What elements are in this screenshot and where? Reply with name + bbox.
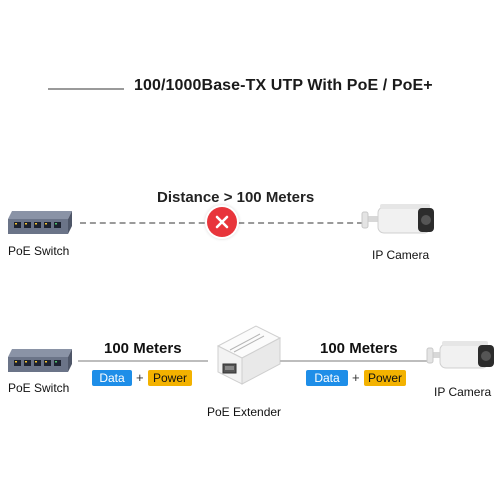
poe-switch-icon (8, 349, 72, 372)
cable-solid-line-right (280, 360, 430, 362)
data-badge-right: Data (306, 370, 348, 386)
poe-switch-icon (8, 211, 72, 234)
ip-camera-icon (426, 341, 494, 369)
title-divider-line (48, 88, 124, 90)
distance-label: Distance > 100 Meters (157, 189, 315, 206)
poe-switch-label-bottom: PoE Switch (8, 381, 70, 395)
ip-camera-label-bottom: IP Camera (434, 385, 492, 399)
plus-sign-right: + (352, 370, 360, 385)
poe-switch-label-top: PoE Switch (8, 244, 70, 258)
poe-extender-label: PoE Extender (207, 405, 282, 419)
plus-sign-left: + (136, 370, 144, 385)
ip-camera-label-top: IP Camera (372, 248, 430, 262)
data-badge-left: Data (92, 370, 132, 386)
page-title: 100/1000Base-TX UTP With PoE / PoE+ (134, 77, 433, 94)
cable-solid-line-left (78, 360, 208, 362)
ip-camera-icon (361, 204, 434, 234)
distance-label-right: 100 Meters (320, 340, 398, 357)
power-badge-right: Power (364, 370, 406, 386)
poe-extender-icon (216, 325, 282, 385)
close-icon (207, 207, 237, 237)
distance-label-left: 100 Meters (104, 340, 182, 357)
power-badge-left: Power (148, 370, 192, 386)
